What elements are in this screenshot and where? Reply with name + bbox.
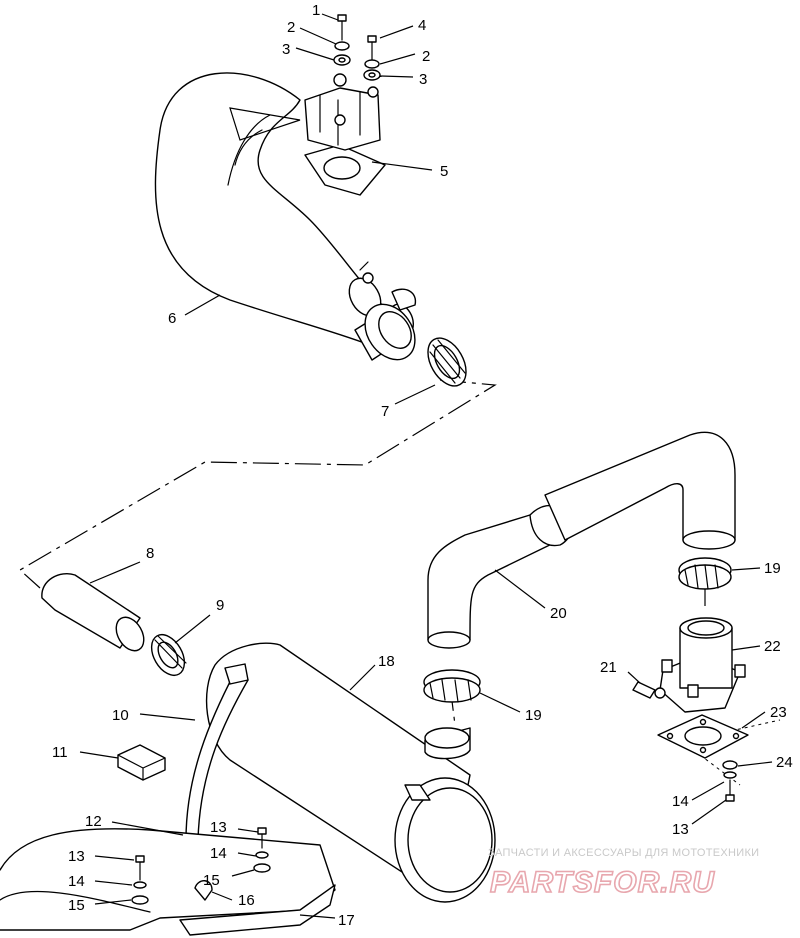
callout-22: 22 (764, 638, 781, 655)
watermark-brand: PARTSFOR.RU (490, 866, 715, 899)
callout-11: 11 (52, 744, 68, 761)
bolt-1 (333, 14, 351, 66)
gasket-23 (657, 714, 749, 759)
callout-3b: 3 (419, 71, 427, 88)
clamp-19-top (678, 557, 732, 590)
rubber-pad (117, 744, 166, 781)
callouts: 1 2 3 4 2 3 5 6 7 8 9 10 11 12 13 14 15 … (52, 2, 793, 929)
callout-14c: 14 (672, 793, 689, 810)
connecting-pipe (427, 431, 736, 649)
callout-19: 19 (525, 707, 542, 724)
callout-15: 15 (68, 897, 85, 914)
callout-17: 17 (338, 912, 355, 929)
inlet-tube (41, 573, 145, 652)
exhaust-pipe (154, 72, 417, 361)
callout-13b: 13 (210, 819, 227, 836)
callout-15b: 15 (203, 872, 220, 889)
callout-6: 6 (168, 310, 176, 327)
callout-21: 21 (600, 659, 617, 676)
bolt-4 (363, 35, 381, 81)
assembly-guide-lines (18, 379, 781, 786)
clamp-9 (150, 634, 187, 676)
clamp-7 (427, 337, 467, 387)
callout-16: 16 (238, 892, 255, 909)
watermark: ЗАПЧАСТИ И АКСЕССУАРЫ ДЛЯ МОТОТЕХНИКИ PA… (488, 847, 759, 900)
callout-2: 2 (287, 19, 295, 36)
callout-8: 8 (146, 545, 154, 562)
callout-5: 5 (440, 163, 448, 180)
callout-20: 20 (550, 605, 567, 622)
callout-7: 7 (381, 403, 389, 420)
callout-19b: 19 (764, 560, 781, 577)
callout-1: 1 (312, 2, 320, 19)
callout-14b: 14 (210, 845, 227, 862)
leader-lines (79, 13, 773, 919)
hardware-right (722, 760, 738, 802)
callout-2b: 2 (422, 48, 430, 65)
callout-12: 12 (85, 813, 102, 830)
callout-4: 4 (418, 17, 426, 34)
clamp-19-bottom (423, 669, 481, 703)
callout-13: 13 (68, 848, 85, 865)
muffler (205, 642, 496, 903)
watermark-tagline: ЗАПЧАСТИ И АКСЕССУАРЫ ДЛЯ МОТОТЕХНИКИ (488, 847, 759, 859)
callout-23: 23 (770, 704, 787, 721)
callout-14: 14 (68, 873, 85, 890)
manifold-flange (304, 73, 386, 196)
outlet-flange (659, 617, 746, 713)
stud-21 (632, 681, 666, 699)
mounting-bracket (0, 828, 336, 936)
callout-13c: 13 (672, 821, 689, 838)
hardware-left (131, 827, 271, 905)
callout-9: 9 (216, 597, 224, 614)
callout-24: 24 (776, 754, 793, 771)
callout-18: 18 (378, 653, 395, 670)
callout-10: 10 (112, 707, 129, 724)
callout-3: 3 (282, 41, 290, 58)
